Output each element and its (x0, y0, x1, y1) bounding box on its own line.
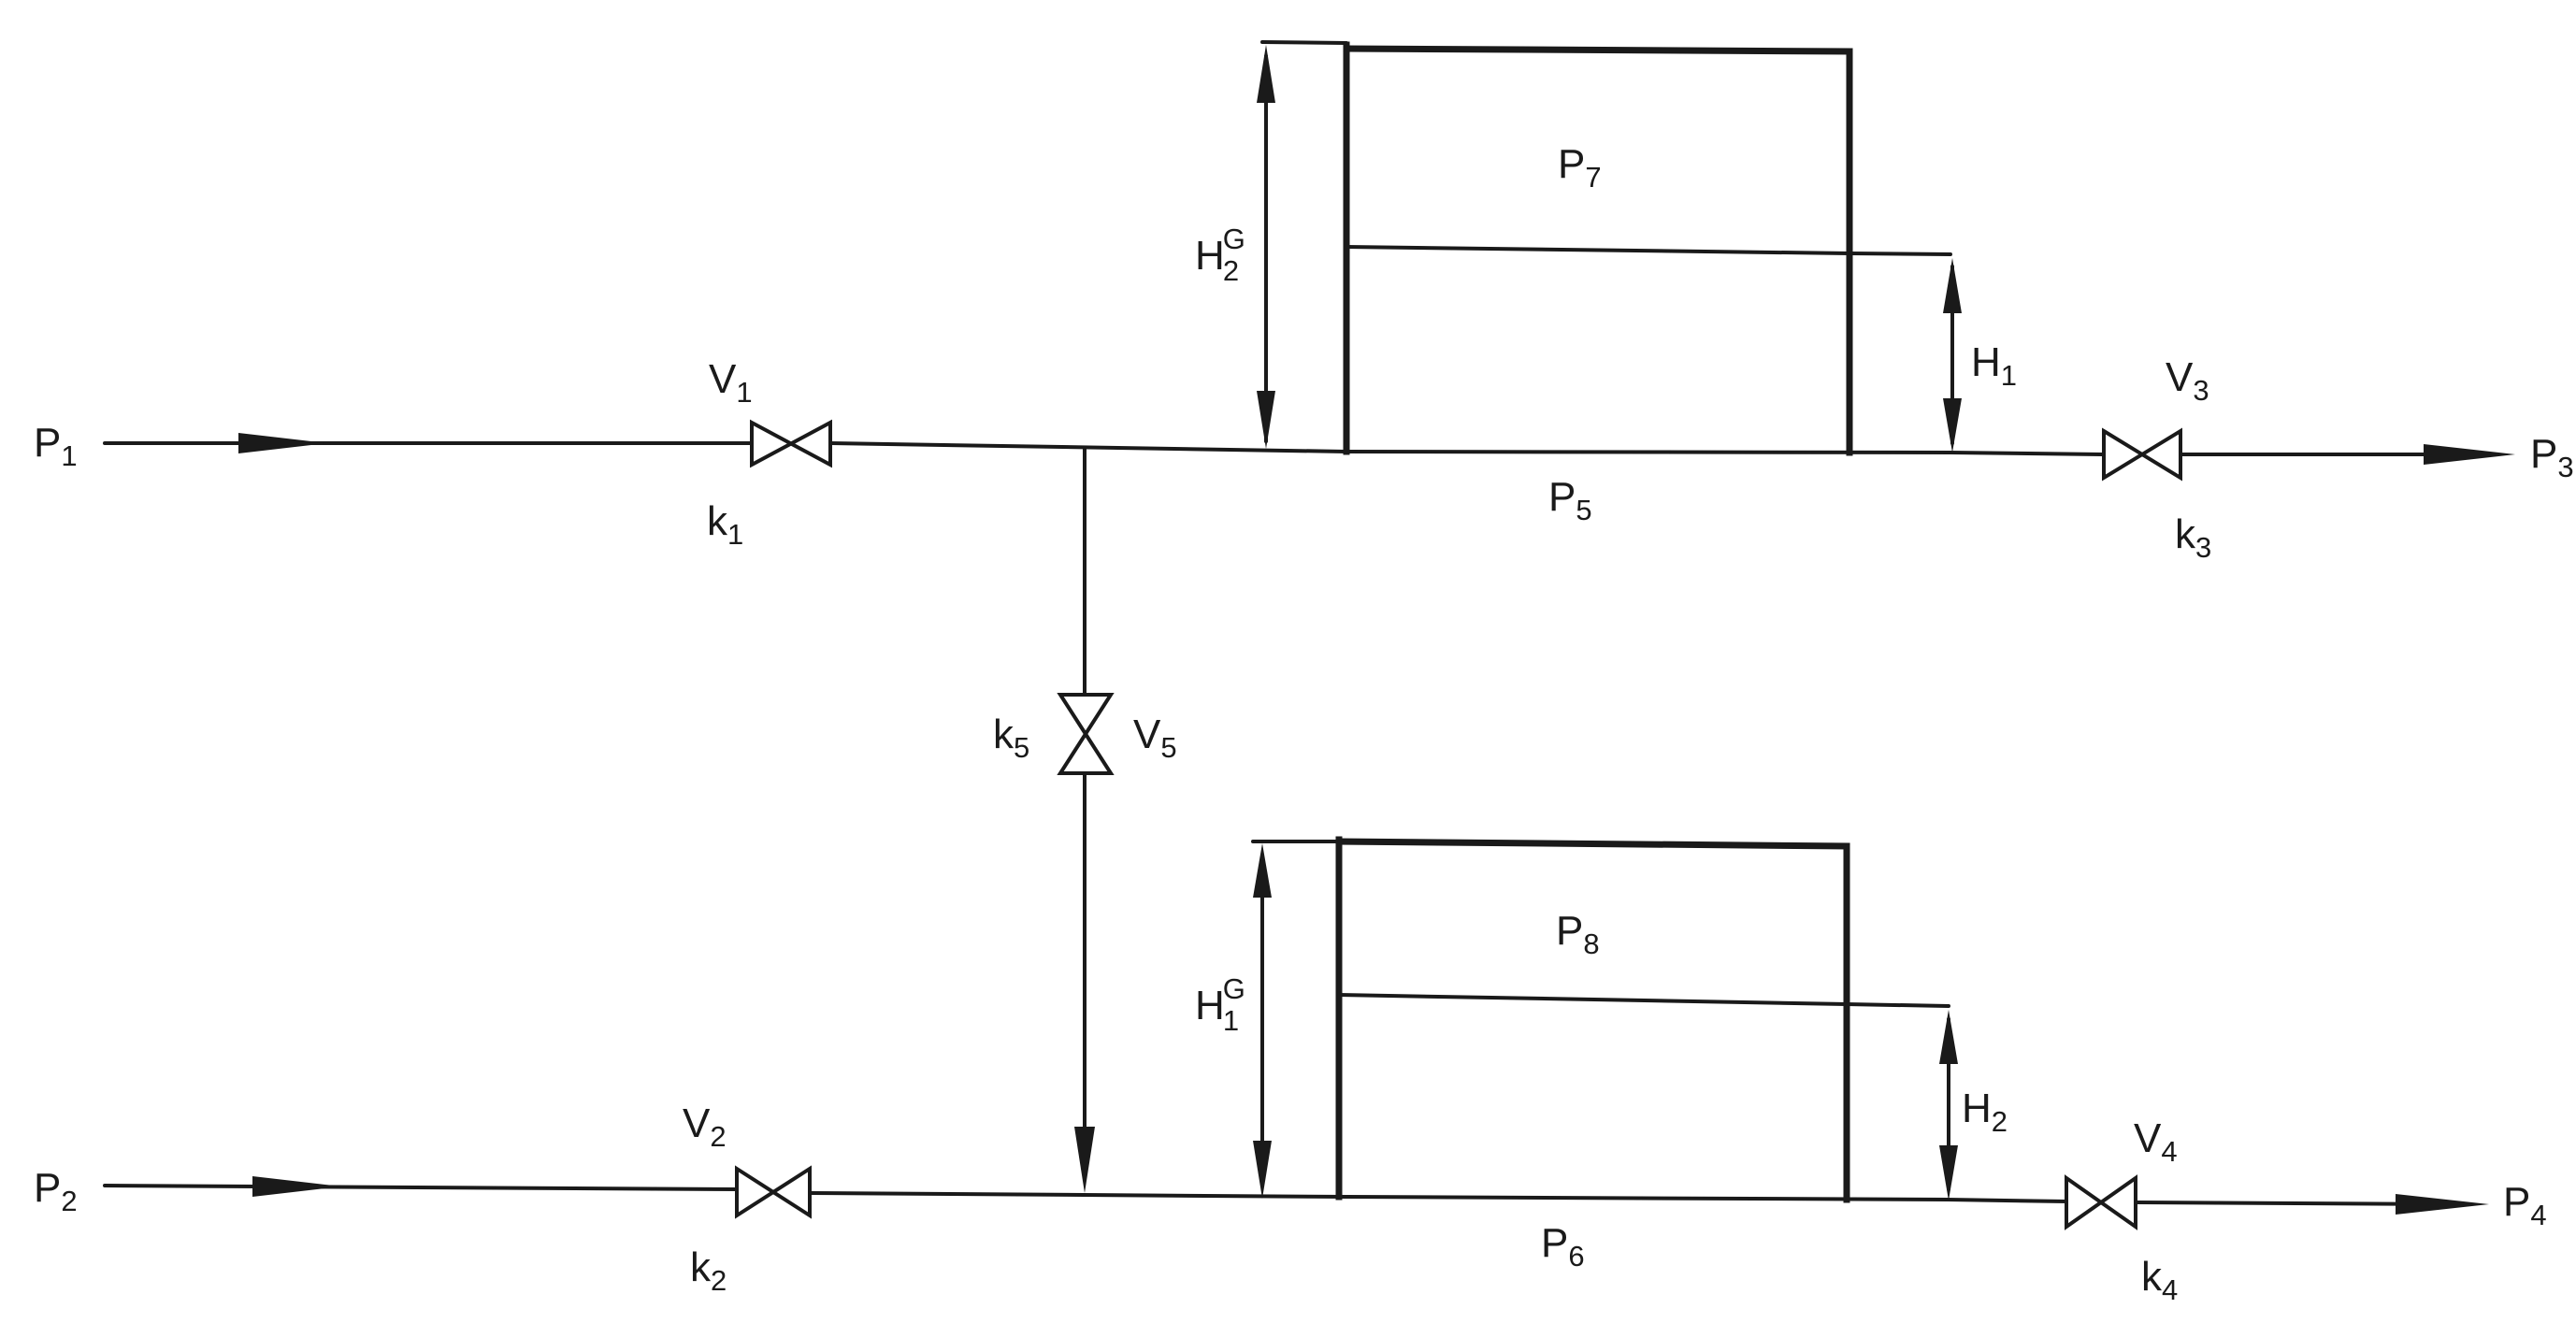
lower-outlet-flow-arrow (2396, 1194, 2489, 1215)
upper-level-extension (1848, 252, 1952, 256)
label-k3: k3 (2175, 511, 2211, 564)
valve-v5-icon (1057, 693, 1115, 775)
h1g-arrow-top (1253, 843, 1272, 898)
valve-v4-icon (2065, 1174, 2137, 1230)
label-h1: H1 (1971, 339, 2017, 392)
label-k2: k2 (690, 1244, 727, 1297)
label-k1: k1 (707, 498, 743, 551)
label-p3: P3 (2530, 431, 2574, 483)
label-v5: V5 (1133, 712, 1177, 764)
label-h2: H2 (1962, 1086, 2008, 1138)
upper-tank-height-extension (1260, 40, 1348, 45)
label-v3: V3 (2166, 354, 2209, 407)
upper-tank-liquid-level (1345, 245, 1851, 255)
label-p4: P4 (2503, 1179, 2547, 1231)
h1g-arrow-bottom (1253, 1141, 1272, 1199)
label-v4: V4 (2134, 1115, 2178, 1168)
lower-inlet-pipe (103, 1184, 739, 1191)
h1-arrow-top (1943, 258, 1962, 313)
label-v1: V1 (709, 356, 753, 409)
h2g-arrow-top (1257, 45, 1275, 103)
valve-v2-icon (735, 1165, 812, 1219)
upper-pipe-to-v3 (1949, 451, 2104, 456)
lower-pipeline (103, 1176, 2489, 1215)
label-p5: P5 (1548, 474, 1592, 526)
lower-tank-top-wall (1335, 838, 1850, 850)
valve-v3-icon (2102, 427, 2182, 482)
h1-arrow-bottom (1943, 398, 1962, 453)
upper-pipe-under-tank (1345, 450, 1952, 454)
lower-tank-liquid-level (1337, 993, 1849, 1006)
h2-arrow-bottom (1939, 1145, 1958, 1201)
lower-pipe-under-tank (1345, 1195, 1950, 1201)
lower-level-extension (1845, 1002, 1950, 1008)
label-p8: P8 (1556, 908, 1600, 960)
h2g-arrow-bottom (1257, 391, 1275, 449)
upper-tank-top-wall (1343, 45, 1853, 55)
upper-inlet-flow-arrow (238, 433, 327, 453)
lower-tank (1251, 836, 1958, 1203)
label-k5: k5 (993, 712, 1029, 764)
h2-arrow-top (1939, 1010, 1958, 1064)
lower-pipe-to-v4 (1946, 1198, 2068, 1203)
connecting-pipe (1074, 446, 1095, 1193)
label-p1: P1 (34, 420, 78, 472)
connector-flow-arrow (1074, 1127, 1095, 1193)
valve-v1-icon (750, 419, 832, 468)
label-p6: P6 (1541, 1220, 1585, 1273)
upper-pipe-segment (828, 441, 1348, 453)
upper-outlet-flow-arrow (2424, 444, 2515, 465)
upper-tank (1257, 40, 1962, 456)
label-p2: P2 (34, 1165, 78, 1217)
lower-inlet-flow-arrow (252, 1176, 341, 1197)
label-k4: k4 (2141, 1254, 2178, 1306)
upper-pipeline (103, 433, 2515, 465)
label-p7: P7 (1558, 141, 1602, 194)
label-v2: V2 (683, 1100, 727, 1153)
lower-pipe-segment (808, 1191, 1348, 1199)
